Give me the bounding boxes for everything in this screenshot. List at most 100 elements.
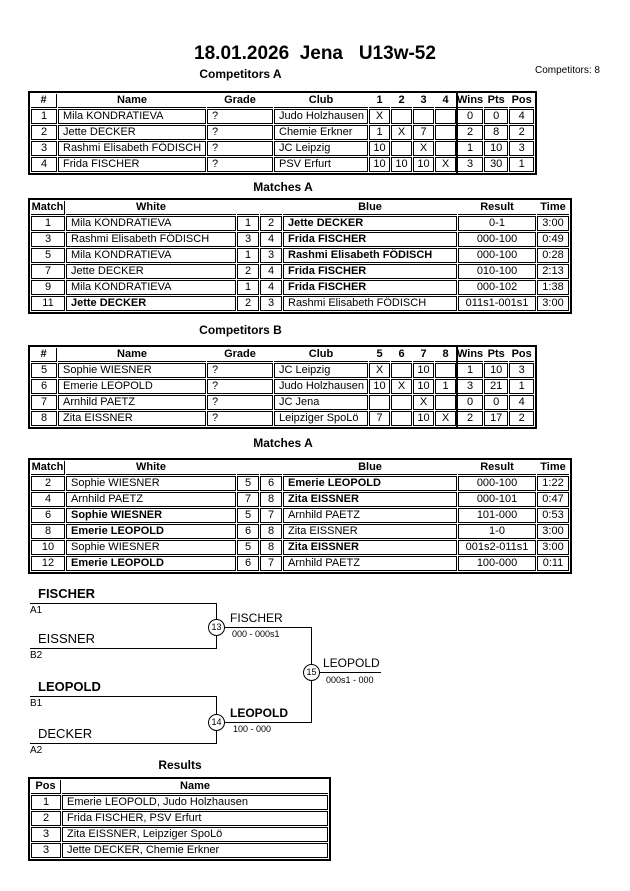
cross-cell — [391, 109, 412, 124]
bracket-seed-name: FISCHER — [38, 586, 96, 601]
white-seed: 5 — [237, 476, 259, 491]
match-number: 10 — [31, 540, 65, 555]
table-row: 8 Emerie LEOPOLD 6 8 Zita EISSNER 1-0 3:… — [31, 524, 569, 539]
result-cell: 000-101 — [458, 492, 536, 507]
blue-seed: 8 — [260, 540, 282, 555]
cross-cell: 7 — [413, 125, 434, 140]
col-8: 8 — [435, 348, 456, 362]
result-pos: 2 — [31, 811, 61, 826]
semifinal-1-winner: FISCHER — [230, 611, 283, 625]
cross-cell: X — [435, 411, 456, 426]
white-seed: 2 — [237, 296, 259, 311]
col-5: 5 — [369, 348, 390, 362]
cross-cell: 10 — [413, 379, 434, 394]
cross-cell: 10 — [413, 363, 434, 378]
matches-b-heading: Matches A — [253, 436, 313, 450]
competitor-number: 3 — [31, 141, 57, 156]
competitor-number: 8 — [31, 411, 57, 426]
results-heading: Results — [158, 758, 202, 772]
competitor-club: JC Jena — [274, 395, 368, 410]
matches-a-table: Match White Blue Result Time 1 Mila KOND… — [28, 198, 572, 314]
blue-name: Zita EISSNER — [283, 540, 457, 555]
competitor-number: 1 — [31, 109, 57, 124]
result-name: Emerie LEOPOLD, Judo Holzhausen — [62, 795, 328, 810]
col-pos: Pos — [509, 94, 535, 108]
table-row: 2 Jette DECKER ? Chemie Erkner 1 X 7 2 8… — [31, 125, 535, 140]
cross-cell: 7 — [369, 411, 390, 426]
competitor-name: Emerie LEOPOLD — [58, 379, 206, 394]
match-number: 6 — [31, 508, 65, 523]
cross-cell — [435, 363, 456, 378]
bracket-seed-name: DECKER — [38, 726, 93, 741]
col-name: Name — [58, 94, 206, 108]
col-white-num — [237, 461, 259, 475]
competitor-club: Chemie Erkner — [274, 125, 368, 140]
table-row: 3 Jette DECKER, Chemie Erkner — [31, 843, 328, 858]
col-time: Time — [537, 201, 569, 215]
pos-cell: 3 — [509, 363, 535, 378]
blue-seed: 6 — [260, 476, 282, 491]
cross-cell — [435, 395, 456, 410]
time-cell: 0:47 — [537, 492, 569, 507]
table-row: 2 Sophie WIESNER 5 6 Emerie LEOPOLD 000-… — [31, 476, 569, 491]
time-cell: 3:00 — [537, 524, 569, 539]
col-result: Result — [458, 461, 536, 475]
bracket-line — [30, 743, 216, 744]
white-seed: 5 — [237, 508, 259, 523]
col-number: # — [31, 348, 57, 362]
result-name: Jette DECKER, Chemie Erkner — [62, 843, 328, 858]
bracket-seed-name: LEOPOLD — [38, 679, 101, 694]
competitor-name: Arnhild PAETZ — [58, 395, 206, 410]
competitor-club: Judo Holzhausen — [274, 379, 368, 394]
result-pos: 3 — [31, 843, 61, 858]
blue-name: Zita EISSNER — [283, 492, 457, 507]
bracket-seed-label: A2 — [30, 745, 43, 756]
result-pos: 3 — [31, 827, 61, 842]
col-wins: Wins — [457, 94, 484, 108]
matches-b-table: Match White Blue Result Time 2 Sophie WI… — [28, 458, 572, 574]
match-number: 8 — [31, 524, 65, 539]
col-blue: Blue — [283, 461, 457, 475]
table-row: 3 Rashmi Elisabeth FÖDISCH ? JC Leipzig … — [31, 141, 535, 156]
competitor-number: 4 — [31, 157, 57, 172]
time-cell: 1:38 — [537, 280, 569, 295]
competitors-count: Competitors: 8 — [534, 65, 600, 76]
time-cell: 0:28 — [537, 248, 569, 263]
competitor-name: Mila KONDRATIEVA — [58, 109, 206, 124]
cross-cell: 1 — [435, 379, 456, 394]
blue-name: Rashmi Elisabeth FÖDISCH — [283, 296, 457, 311]
cross-cell — [391, 141, 412, 156]
table-row: 4 Arnhild PAETZ 7 8 Zita EISSNER 000-101… — [31, 492, 569, 507]
blue-name: Arnhild PAETZ — [283, 556, 457, 571]
result-cell: 100-000 — [458, 556, 536, 571]
col-match: Match — [31, 201, 65, 215]
wins-cell: 0 — [457, 109, 484, 124]
blue-seed: 4 — [260, 264, 282, 279]
semifinal-2-winner: LEOPOLD — [230, 706, 289, 720]
col-time: Time — [537, 461, 569, 475]
cross-cell — [435, 141, 456, 156]
blue-name: Emerie LEOPOLD — [283, 476, 457, 491]
competitor-grade: ? — [207, 379, 273, 394]
pts-cell: 30 — [484, 157, 509, 172]
match-15-circle: 15 — [303, 664, 320, 681]
pts-cell: 17 — [484, 411, 509, 426]
table-row: 5 Sophie WIESNER ? JC Leipzig X 10 1 10 … — [31, 363, 535, 378]
result-cell: 011s1-001s1 — [458, 296, 536, 311]
competitor-number: 7 — [31, 395, 57, 410]
table-row: 8 Zita EISSNER ? Leipziger SpoLö 7 10 X … — [31, 411, 535, 426]
competitors-b-table: # Name Grade Club 5 6 7 8 Wins Pts Pos 5… — [28, 345, 538, 429]
blue-seed: 4 — [260, 232, 282, 247]
pos-cell: 1 — [509, 379, 535, 394]
result-cell: 1-0 — [458, 524, 536, 539]
cross-cell: 10 — [369, 141, 390, 156]
cross-cell — [435, 125, 456, 140]
table-row: 5 Mila KONDRATIEVA 1 3 Rashmi Elisabeth … — [31, 248, 569, 263]
pos-cell: 2 — [509, 125, 535, 140]
header-row: Match White Blue Result Time — [31, 201, 569, 215]
competitor-grade: ? — [207, 141, 273, 156]
white-seed: 1 — [237, 216, 259, 231]
bracket-line — [216, 627, 311, 628]
blue-name: Frida FISCHER — [283, 280, 457, 295]
time-cell: 2:13 — [537, 264, 569, 279]
